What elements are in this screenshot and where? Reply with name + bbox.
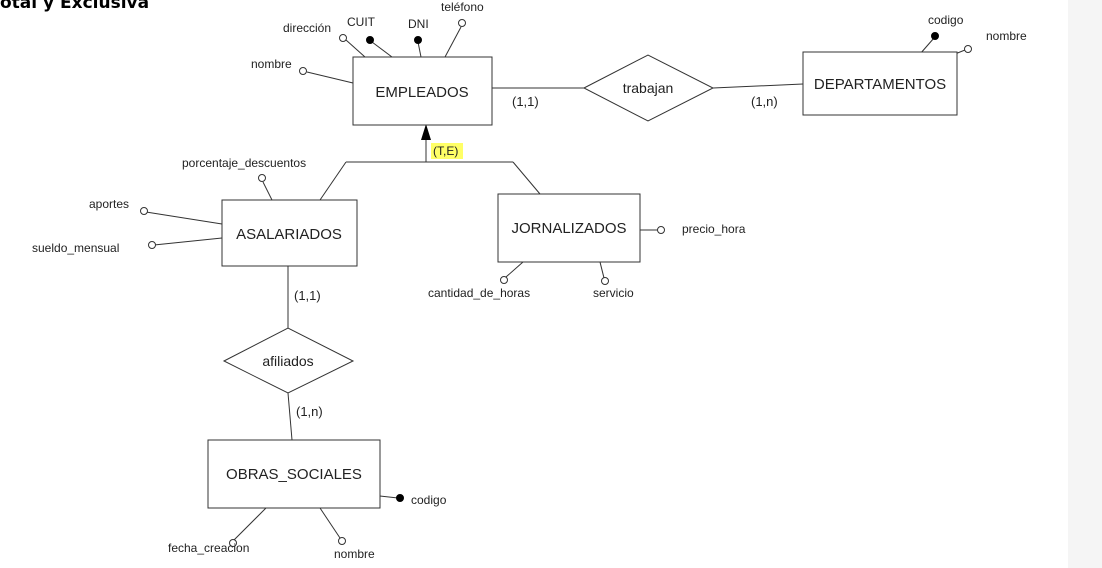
attr-label-empleados-direccion: dirección [283, 21, 331, 35]
key-marker-empleados-cuit [366, 36, 374, 44]
entity-obras-sociales[interactable] [207, 439, 381, 509]
entity-label-departamentos: DEPARTAMENTOS [814, 76, 946, 93]
generalization-label: (T,E) [433, 144, 458, 158]
attr-marker-jornalizados-servicio [601, 277, 609, 285]
attr-marker-jornalizados-precio [657, 226, 665, 234]
line-obras-fecha [233, 507, 267, 541]
attr-label-asalariados-sueldo: sueldo_mensual [32, 241, 119, 255]
relationship-trabajan[interactable] [582, 54, 715, 122]
line-empleados-telefono [444, 26, 462, 58]
line-empleados-dni [417, 41, 422, 58]
line-asalariados-aportes [145, 211, 223, 225]
line-empleados-cuit [371, 41, 393, 58]
attr-label-empleados-telefono: teléfono [441, 0, 484, 14]
attr-marker-asalariados-aportes [140, 207, 148, 215]
line-jornalizados-cantidad [505, 261, 524, 278]
attr-label-empleados-nombre: nombre [251, 57, 292, 71]
entity-label-empleados: EMPLEADOS [375, 84, 468, 101]
attr-marker-asalariados-sueldo [148, 241, 156, 249]
attr-label-jornalizados-precio: precio_hora [682, 222, 746, 236]
key-marker-departamentos-codigo [931, 32, 939, 40]
attr-marker-departamentos-nombre [964, 45, 972, 53]
relationship-afiliados[interactable] [222, 327, 355, 394]
sidebar-strip [1068, 0, 1102, 568]
cardinality-asalariados-afiliados: (1,1) [294, 288, 321, 303]
generalization-arrow [421, 124, 431, 140]
line-obras-nombre [319, 507, 341, 539]
cardinality-empleados-trabajan: (1,1) [512, 94, 539, 109]
attr-label-asalariados-aportes: aportes [89, 197, 129, 211]
line-jornalizados-servicio [599, 261, 605, 279]
entity-jornalizados[interactable] [497, 193, 641, 263]
attr-label-empleados-cuit: CUIT [347, 15, 376, 29]
attr-label-jornalizados-cantidad: cantidad_de_horas [428, 286, 530, 300]
attr-label-empleados-dni: DNI [408, 17, 429, 31]
attr-label-jornalizados-servicio: servicio [593, 286, 634, 300]
attr-label-obras-codigo: codigo [411, 493, 447, 507]
line-generalization-jornalizados [512, 161, 541, 195]
line-afiliados-obras [287, 392, 293, 441]
generalization-highlight [431, 143, 463, 159]
line-trabajan-departamentos [712, 83, 804, 89]
entity-label-asalariados: ASALARIADOS [236, 226, 342, 243]
page-heading: otal y Exclusiva [0, 0, 150, 13]
line-departamentos-codigo [919, 37, 935, 55]
line-asalariados-sueldo [153, 237, 223, 246]
attr-label-obras-nombre: nombre [334, 547, 375, 561]
attr-marker-empleados-telefono [458, 19, 466, 27]
attr-label-departamentos-codigo: codigo [928, 13, 964, 27]
entity-empleados[interactable] [352, 56, 493, 126]
entity-asalariados[interactable] [221, 199, 358, 267]
entity-label-jornalizados: JORNALIZADOS [511, 220, 626, 237]
attr-marker-empleados-nombre [299, 67, 307, 75]
line-obras-codigo [379, 495, 399, 499]
attr-label-asalariados-porcentaje: porcentaje_descuentos [182, 156, 306, 170]
er-diagram: EMPLEADOS DEPARTAMENTOS ASALARIADOS JORN… [32, 0, 1027, 561]
cardinality-departamentos-trabajan: (1,n) [751, 94, 778, 109]
attr-marker-asalariados-porcentaje [258, 174, 266, 182]
attr-marker-empleados-direccion [339, 34, 347, 42]
attr-marker-jornalizados-cantidad [500, 276, 508, 284]
entity-departamentos[interactable] [802, 51, 958, 116]
cardinality-obras-afiliados: (1,n) [296, 404, 323, 419]
attr-label-obras-fecha: fecha_creacion [168, 541, 249, 555]
relationship-label-afiliados: afiliados [262, 353, 313, 369]
line-empleados-direccion [345, 39, 366, 58]
key-marker-obras-codigo [396, 494, 404, 502]
line-empleados-nombre [306, 71, 354, 84]
attr-marker-obras-nombre [338, 537, 346, 545]
line-asalariados-porcentaje [262, 181, 273, 201]
attr-marker-obras-fecha [229, 539, 237, 547]
entity-label-obras-sociales: OBRAS_SOCIALES [226, 466, 362, 483]
relationship-label-trabajan: trabajan [623, 80, 674, 96]
attr-label-departamentos-nombre: nombre [986, 29, 1027, 43]
key-marker-empleados-dni [414, 36, 422, 44]
line-generalization-asalariados [319, 161, 347, 201]
